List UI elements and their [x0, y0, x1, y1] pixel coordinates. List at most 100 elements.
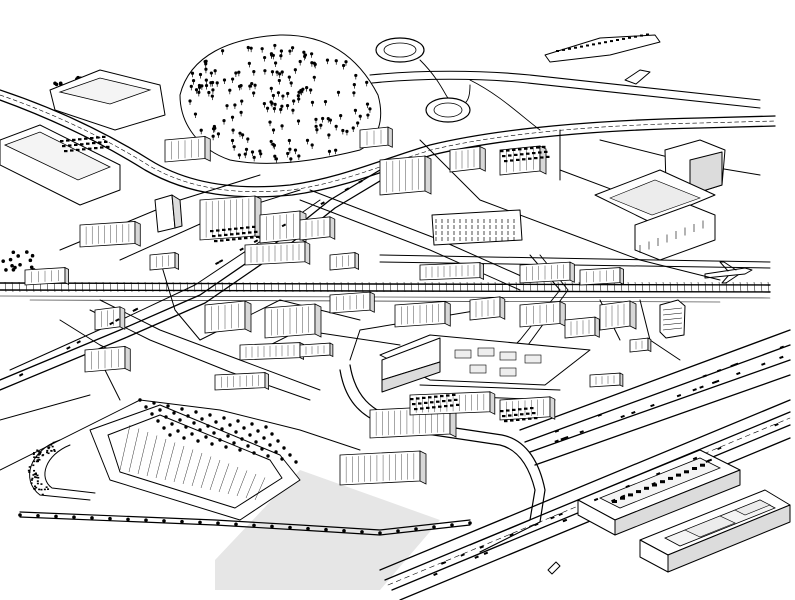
tree-crown — [204, 78, 208, 82]
row-tree — [208, 413, 212, 417]
row-tree — [260, 447, 264, 451]
highway-top-ramp — [369, 59, 761, 131]
parked-car — [74, 143, 78, 146]
tree-crown — [231, 128, 235, 132]
office-slab — [431, 209, 523, 246]
seat — [32, 474, 35, 476]
row-tree — [242, 426, 246, 430]
seat — [34, 472, 37, 475]
tree-crown — [216, 132, 221, 136]
seat — [47, 488, 50, 490]
parked-car — [506, 409, 510, 412]
rail-tie — [578, 281, 581, 293]
mall-pad — [477, 347, 495, 357]
parked-car — [520, 153, 524, 156]
building — [629, 337, 649, 353]
parked-car — [218, 234, 222, 237]
row-tree — [234, 430, 238, 434]
viaduct-pylon — [378, 531, 382, 535]
tree-crown — [244, 147, 249, 151]
rail-tie — [543, 281, 546, 293]
seat — [43, 488, 46, 491]
parked-car — [544, 150, 548, 153]
roof-unit — [692, 467, 697, 470]
parked-car — [504, 420, 508, 423]
parked-car — [212, 235, 216, 238]
parked-car — [234, 227, 238, 230]
row-tree — [190, 432, 194, 436]
field-line — [128, 428, 140, 473]
rail-tie — [298, 281, 301, 293]
building-side — [134, 220, 141, 247]
parked-car — [100, 146, 104, 149]
parked-car — [62, 145, 66, 148]
parked-car — [450, 404, 454, 407]
viaduct-pylon — [252, 523, 256, 528]
rail-tie — [641, 281, 644, 293]
mall-roof-pads — [454, 347, 542, 377]
right-low-block — [634, 204, 716, 261]
building — [409, 391, 491, 416]
viaduct-pylon — [324, 527, 328, 532]
parked-car — [66, 139, 70, 142]
parked-car — [546, 155, 550, 158]
rail-tie — [704, 281, 707, 293]
row-tree — [288, 453, 292, 457]
field-line — [191, 452, 203, 487]
building-side — [499, 296, 506, 320]
tree-crown — [250, 81, 254, 86]
tree-crown — [293, 148, 298, 152]
tree-crown — [268, 120, 272, 124]
rail-tie — [739, 281, 742, 293]
rail-tie — [116, 281, 119, 293]
row-tree — [214, 420, 218, 424]
building-side — [479, 145, 486, 172]
field-line — [218, 463, 230, 493]
seat — [38, 458, 41, 461]
seat — [28, 466, 31, 468]
rail-tie — [333, 281, 336, 293]
parked-car — [414, 408, 418, 411]
parked-car — [514, 153, 518, 156]
tree-crown — [249, 46, 253, 50]
car — [651, 481, 656, 486]
parked-car — [518, 148, 522, 151]
row-tree — [250, 422, 254, 426]
seat — [34, 485, 37, 488]
rail-tie — [11, 281, 14, 293]
parked-car — [410, 398, 414, 401]
parked-car — [540, 156, 544, 159]
parked-car — [530, 407, 534, 410]
tree-crown — [10, 263, 14, 268]
parked-car — [220, 239, 224, 242]
deck-unit — [646, 33, 649, 36]
rail-tie — [452, 281, 455, 293]
parked-car — [534, 417, 538, 420]
roundabout-north — [375, 37, 425, 63]
rail-tie — [221, 281, 224, 293]
parked-car — [512, 148, 516, 151]
parked-car — [84, 137, 88, 140]
highway-right-lower — [519, 329, 791, 466]
parked-car — [80, 143, 84, 146]
rail-tie — [151, 281, 154, 293]
tree-crown — [296, 94, 300, 98]
tree-crown — [352, 83, 356, 87]
roof-unit — [684, 470, 689, 474]
field-line — [236, 470, 248, 497]
deck-unit — [574, 46, 577, 49]
parked-car — [542, 145, 546, 148]
rail-tie — [438, 281, 441, 293]
tree-crown — [230, 115, 235, 119]
rail-tie — [361, 281, 364, 293]
viaduct-pylon — [342, 529, 346, 533]
tree-crown — [365, 80, 369, 84]
field-line — [200, 456, 212, 489]
parked-car — [446, 394, 450, 397]
right-mid-tower-windows — [662, 307, 683, 331]
seat — [35, 476, 38, 479]
rail-tie — [389, 281, 392, 293]
rail-tie — [613, 281, 616, 293]
building — [379, 155, 426, 196]
viaduct-pylon — [270, 524, 274, 529]
